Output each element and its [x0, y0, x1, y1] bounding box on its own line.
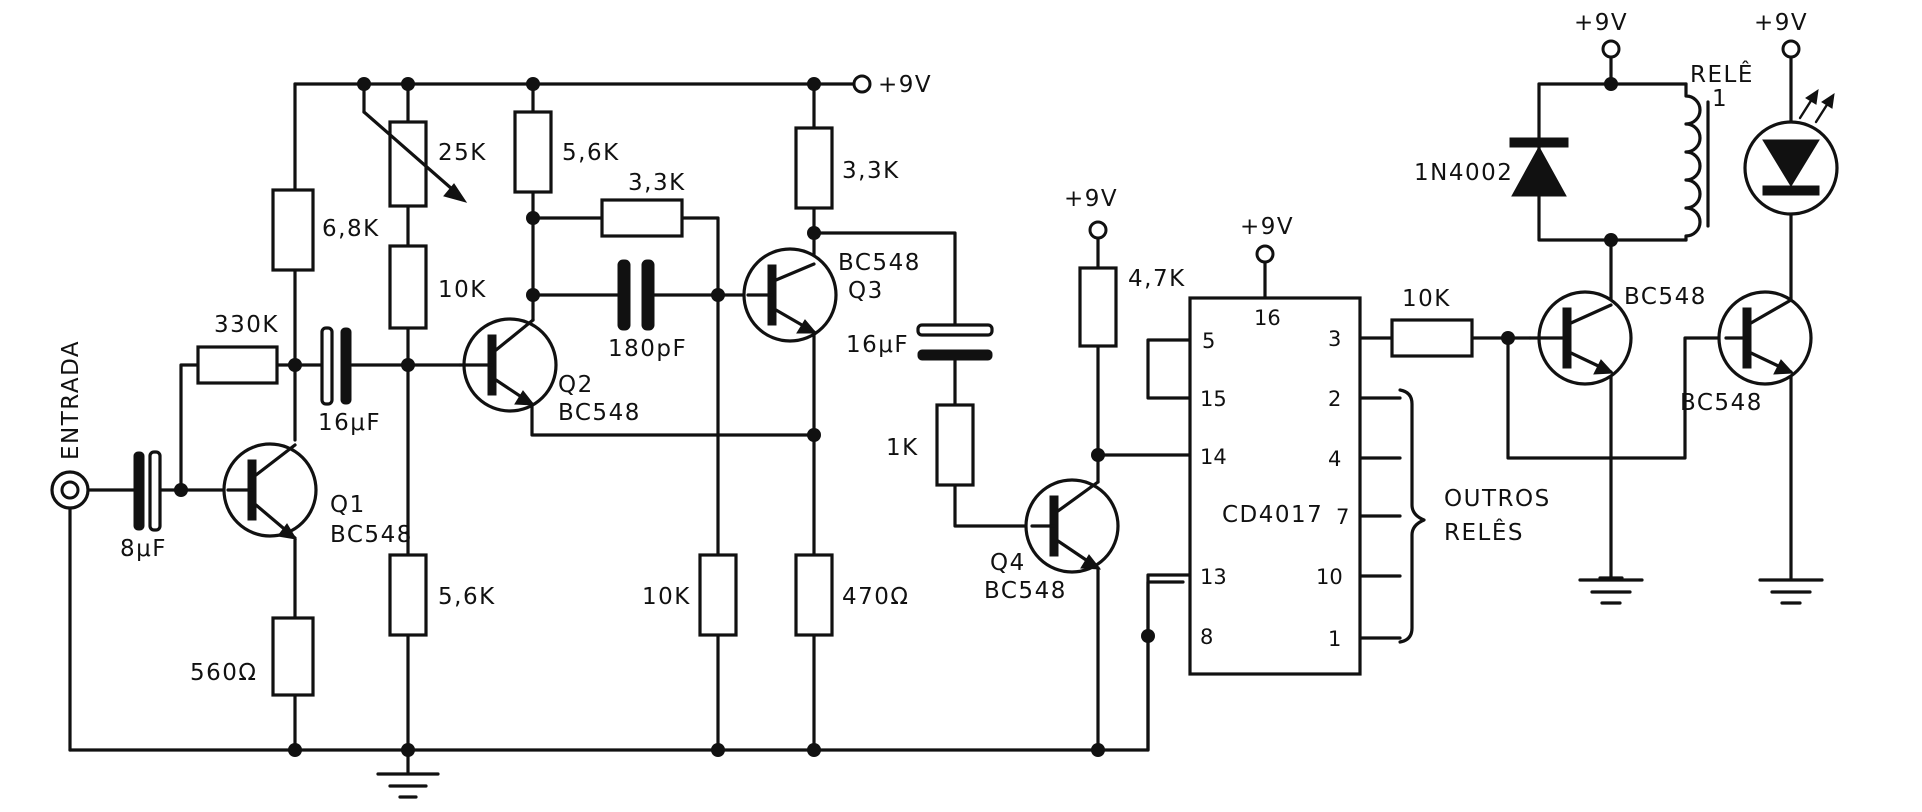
transistor-q2: [458, 317, 558, 413]
label-r-10k-c: 10K: [1402, 286, 1451, 312]
ic-pin-8: 8: [1200, 625, 1213, 649]
label-diode: 1N4002: [1414, 160, 1513, 186]
label-r-3k3-b: 3,3K: [842, 158, 900, 184]
label-entrada: ENTRADA: [58, 340, 84, 460]
label-c-16uf-a: 16μF: [318, 410, 381, 436]
ic-pin-2: 2: [1328, 387, 1341, 411]
resistor-470: [794, 553, 834, 637]
label-reles: RELÊS: [1444, 518, 1524, 546]
outros-reles-brace: [1398, 388, 1426, 644]
ic-pin-4: 4: [1328, 447, 1341, 471]
transistor-q4: [1024, 478, 1120, 574]
capacitors: [133, 259, 994, 532]
label-r-25k: 25K: [438, 140, 487, 166]
transistor-led-driver: [1717, 290, 1813, 386]
resistor-4k7: [1078, 266, 1118, 348]
ground-symbols: [376, 576, 1824, 799]
label-q2: Q2: [558, 372, 594, 398]
label-r-6k8: 6,8K: [322, 216, 380, 242]
ic-pin-10: 10: [1316, 565, 1343, 589]
terminals: [852, 39, 1801, 264]
resistor-6k8: [271, 188, 315, 272]
resistor-10k-a: [388, 244, 428, 330]
label-vcc-led: +9V: [1754, 10, 1808, 36]
label-r-470: 470Ω: [842, 584, 909, 610]
label-q1-type: BC548: [330, 522, 413, 548]
resistor-1k: [935, 403, 975, 487]
label-q3-type: BC548: [838, 250, 921, 276]
ic-pin-13: 13: [1200, 565, 1227, 589]
resistor-560: [271, 616, 315, 697]
label-q6-type: BC548: [1680, 390, 1763, 416]
transistor-q3: [742, 247, 838, 343]
label-r-5k6-b: 5,6K: [438, 584, 496, 610]
label-r-330k: 330K: [214, 312, 279, 338]
ic-pin-5: 5: [1202, 329, 1215, 353]
label-r-560: 560Ω: [190, 660, 257, 686]
label-r-4k7: 4,7K: [1128, 266, 1186, 292]
relay-coil: [1684, 82, 1710, 242]
input-jack: [50, 470, 90, 510]
ic-pin-15: 15: [1200, 387, 1227, 411]
component-labels: ENTRADA 8μF Q1 BC548 330K 6,8K 560Ω 16μF…: [58, 10, 1808, 686]
led-indicator: [1743, 88, 1839, 216]
label-q3: Q3: [848, 278, 884, 304]
diode-1n4002: [1509, 137, 1569, 197]
label-rele-2: 1: [1712, 86, 1728, 112]
transistor-q1: [222, 442, 318, 540]
ic-cd4017: [1188, 296, 1362, 676]
potentiometer-25k: [388, 120, 428, 208]
label-vcc-ic: +9V: [1240, 214, 1294, 240]
label-ic: CD4017: [1222, 502, 1323, 528]
label-vcc-relay: +9V: [1574, 10, 1628, 36]
label-q5-type: BC548: [1624, 284, 1707, 310]
ic-pin-16: 16: [1254, 306, 1281, 330]
resistor-10k-c: [1390, 318, 1474, 358]
label-r-3k3-a: 3,3K: [628, 170, 686, 196]
ic-pin-14: 14: [1200, 445, 1227, 469]
ic-pin-3: 3: [1328, 327, 1341, 351]
resistors: [196, 110, 1474, 697]
label-c-16uf-b: 16μF: [846, 332, 909, 358]
ic-pin-labels: 5 15 14 13 8 16 3 2 4 7 10 1: [1200, 306, 1349, 651]
label-r-10k-a: 10K: [438, 277, 487, 303]
label-q4-type: BC548: [984, 578, 1067, 604]
junction-dots: [174, 77, 1618, 757]
transistor-relay-driver: [1528, 290, 1633, 386]
ic-pin-1: 1: [1328, 627, 1341, 651]
resistor-5k6-a: [513, 110, 553, 194]
label-c-8uf: 8μF: [120, 536, 167, 562]
label-q2-type: BC548: [558, 400, 641, 426]
label-vcc-q4: +9V: [1064, 186, 1118, 212]
resistor-3k3-b: [794, 126, 834, 210]
resistor-330k: [196, 345, 279, 385]
label-vcc-main: +9V: [878, 72, 932, 98]
label-c-180pf: 180pF: [608, 336, 687, 362]
resistor-3k3-a: [600, 198, 684, 238]
resistor-10k-b: [698, 553, 738, 637]
label-r-10k-b: 10K: [642, 584, 691, 610]
label-r-1k: 1K: [886, 435, 919, 461]
label-q4: Q4: [990, 550, 1026, 576]
label-rele-1: RELÊ: [1690, 60, 1754, 88]
label-q1: Q1: [330, 492, 366, 518]
resistor-5k6-b: [388, 553, 428, 637]
potentiometer-arrow: [362, 110, 468, 203]
ic-pin-7: 7: [1336, 505, 1349, 529]
label-r-5k6-a: 5,6K: [562, 140, 620, 166]
label-outros: OUTROS: [1444, 486, 1551, 512]
